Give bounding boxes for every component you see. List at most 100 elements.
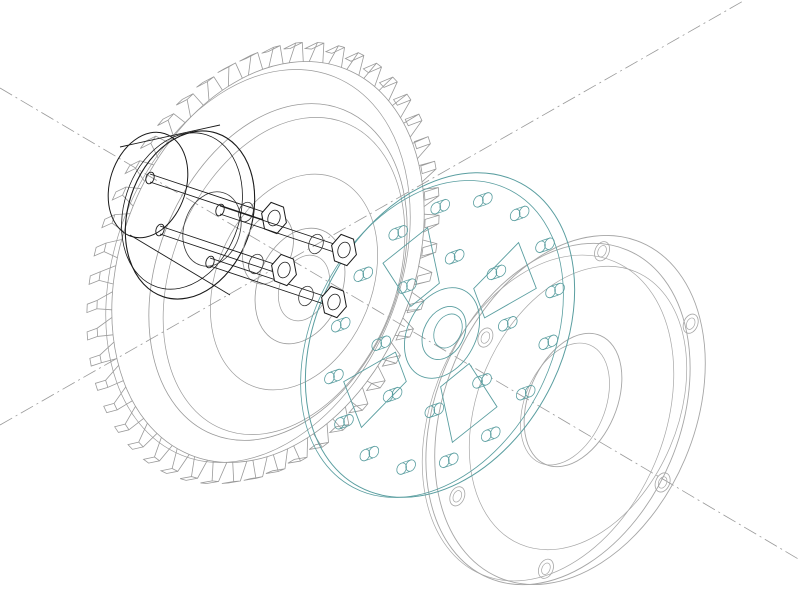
damper-pin-side	[434, 210, 444, 215]
gear-tooth	[423, 213, 440, 233]
damper-pin-side	[338, 425, 348, 430]
damper-pin-side	[520, 396, 530, 401]
flywheel-bolt-hole-inner	[541, 562, 551, 575]
gear-tooth	[180, 456, 208, 481]
damper-spring-window	[343, 351, 407, 429]
gear-teeth	[86, 42, 440, 484]
gear-tooth	[200, 461, 228, 484]
hub-washer	[298, 285, 314, 307]
damper-pin-side	[449, 260, 459, 265]
damper-pin-side	[400, 471, 410, 475]
damper-pin-side	[542, 346, 552, 351]
damper-pin-side	[377, 335, 387, 340]
flywheel-bore-depth	[520, 342, 610, 466]
damper-pin	[444, 252, 456, 265]
damper-pin-side	[516, 205, 526, 210]
hub-bolt-head	[205, 255, 215, 269]
damper-pin	[497, 319, 509, 332]
hub-bolt-head	[215, 203, 225, 217]
hub-bolt-shank	[159, 233, 281, 275]
damper-pin-side	[337, 316, 347, 321]
damper-pin-side	[403, 278, 413, 282]
damper-pin-end	[397, 225, 409, 238]
gear-tooth	[362, 62, 383, 87]
hub-bolt-head	[155, 223, 165, 237]
damper-pin	[473, 195, 484, 208]
damper-pin	[371, 338, 383, 351]
coupling-hub	[107, 124, 357, 319]
damper-pin-end	[406, 278, 417, 291]
damper-pin-end	[405, 459, 416, 472]
damper-pin	[538, 337, 550, 350]
damper-pin-side	[328, 380, 338, 385]
hub-hex-nut	[321, 285, 347, 319]
damper-pin-side	[335, 328, 345, 333]
flywheel-rear-rim	[425, 242, 691, 586]
damper-pin	[439, 455, 450, 468]
flywheel-bolt-hole	[538, 558, 554, 579]
damper-pin-side	[375, 347, 385, 352]
hub-bolt-shank	[209, 257, 331, 299]
flywheel-bolt-hole	[682, 313, 699, 334]
gear-tooth	[159, 448, 190, 474]
damper-pin-end	[333, 368, 344, 382]
hub-bolt-shank	[209, 265, 331, 307]
gear-tooth	[196, 76, 223, 101]
gear-tooth	[303, 42, 325, 63]
damper-spring-window	[473, 241, 537, 319]
damper-hub-bore	[421, 306, 467, 360]
damper-pin-side	[504, 315, 514, 320]
damper-spring-window	[440, 362, 498, 444]
damper-hub-spline	[433, 313, 463, 349]
damper-pin-end	[554, 282, 565, 296]
damper-pin-side	[451, 248, 461, 253]
damper-pin-side	[477, 204, 487, 208]
hub-bolt-shank	[149, 173, 271, 215]
flywheel-bolt-hole-inner	[452, 490, 463, 503]
damper-pin-end	[362, 266, 374, 279]
damper-pin-end	[380, 335, 392, 348]
damper-pin	[486, 267, 498, 280]
damper-pin	[480, 429, 492, 442]
damper-pin-side	[539, 249, 549, 254]
gear-tooth	[414, 265, 433, 286]
hub-rear-flange	[107, 131, 189, 239]
gear-tooth	[422, 187, 440, 207]
damper-pin-side	[386, 398, 397, 403]
flywheel-bolt-hole	[449, 486, 466, 507]
gear-tooth	[378, 76, 398, 101]
damper-pin	[535, 240, 546, 253]
gear-tooth	[86, 291, 113, 314]
gear-root-circle	[111, 61, 425, 463]
gear-tooth	[142, 437, 173, 464]
damper-pin-side	[487, 426, 497, 431]
gear-web-ring-inner	[162, 117, 406, 435]
flywheel-disc	[421, 235, 706, 586]
hub-bolt-shank	[219, 213, 341, 255]
damper-pin	[324, 371, 335, 385]
damper-pin-side	[357, 278, 367, 283]
damper-pin-side	[365, 445, 375, 450]
gear-tooth	[239, 51, 264, 76]
damper-outer-rim	[304, 172, 576, 498]
damper-pin-side	[478, 373, 488, 377]
damper-pin-side	[363, 457, 373, 462]
damper-pin-end	[482, 192, 493, 205]
hub-hex-nut	[331, 233, 357, 267]
gear-tooth	[114, 406, 144, 433]
gear-tooth	[88, 265, 116, 286]
flywheel-bolt-hole-inner	[685, 317, 696, 330]
damper-pin-end	[368, 445, 380, 459]
damper-pin-side	[401, 290, 411, 294]
gear-tooth	[412, 136, 431, 159]
flywheel-bolt-hole	[594, 241, 610, 262]
hub-washer	[308, 233, 324, 255]
damper-pin-side	[492, 264, 503, 269]
damper-pin	[397, 281, 408, 294]
damper-rear-rim	[300, 180, 564, 498]
damper-pin	[388, 228, 400, 241]
damper-pin-side	[476, 385, 486, 389]
damper-pin-side	[340, 413, 350, 418]
